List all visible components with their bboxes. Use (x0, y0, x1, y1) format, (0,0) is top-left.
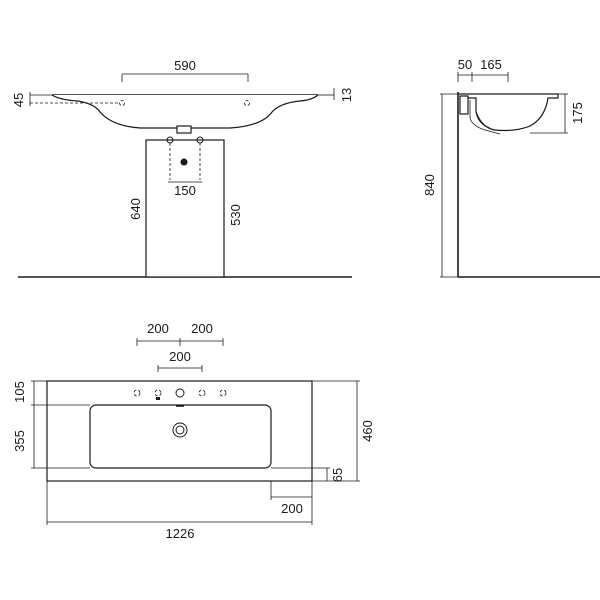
dim-basin-width: 590 (174, 58, 196, 73)
dim-side-margin: 200 (281, 501, 303, 516)
dim-total-height: 840 (422, 174, 437, 196)
dim-back-margin: 105 (12, 381, 27, 403)
top-hole-2 (154, 389, 162, 397)
front-tap-hole-right (244, 100, 250, 106)
dim-hole-spacing-left: 200 (147, 321, 169, 336)
dim-bowl-height: 175 (570, 102, 585, 124)
side-basin-profile (458, 93, 559, 132)
top-hole-5 (219, 389, 227, 397)
dim-overall-depth: 460 (360, 420, 375, 442)
side-wall-bracket (459, 95, 469, 115)
top-drain (172, 422, 188, 438)
top-hole-4 (198, 389, 206, 397)
dim-depth-to-bowl: 165 (480, 57, 502, 72)
dim-bowl-depth: 355 (12, 430, 27, 452)
dim-tap-spacing: 150 (174, 183, 196, 198)
top-hole-1 (133, 389, 141, 397)
front-tap-hole-left (119, 100, 125, 106)
side-view: 50 165 175 840 (422, 57, 600, 278)
dim-height-to-rim: 640 (128, 198, 143, 220)
dim-hole-spacing-center: 200 (169, 349, 191, 364)
front-drain (176, 125, 192, 134)
dim-rim-thickness: 13 (339, 88, 354, 102)
dim-height-to-outlet: 530 (228, 204, 243, 226)
dim-hole-spacing-right: 200 (191, 321, 213, 336)
side-siphon (469, 100, 501, 135)
dim-front-margin: 65 (330, 468, 345, 482)
front-view: 590 45 13 150 640 530 (11, 58, 354, 278)
top-view: 200 200 200 105 355 460 65 200 1226 (12, 321, 375, 541)
dim-wall-offset: 50 (458, 57, 472, 72)
front-waste-outlet (180, 158, 188, 166)
top-hole-3 (175, 388, 185, 398)
front-basin-body (51, 94, 319, 129)
dim-overall-width: 1226 (166, 526, 195, 541)
dim-overflow-height: 45 (11, 93, 26, 107)
